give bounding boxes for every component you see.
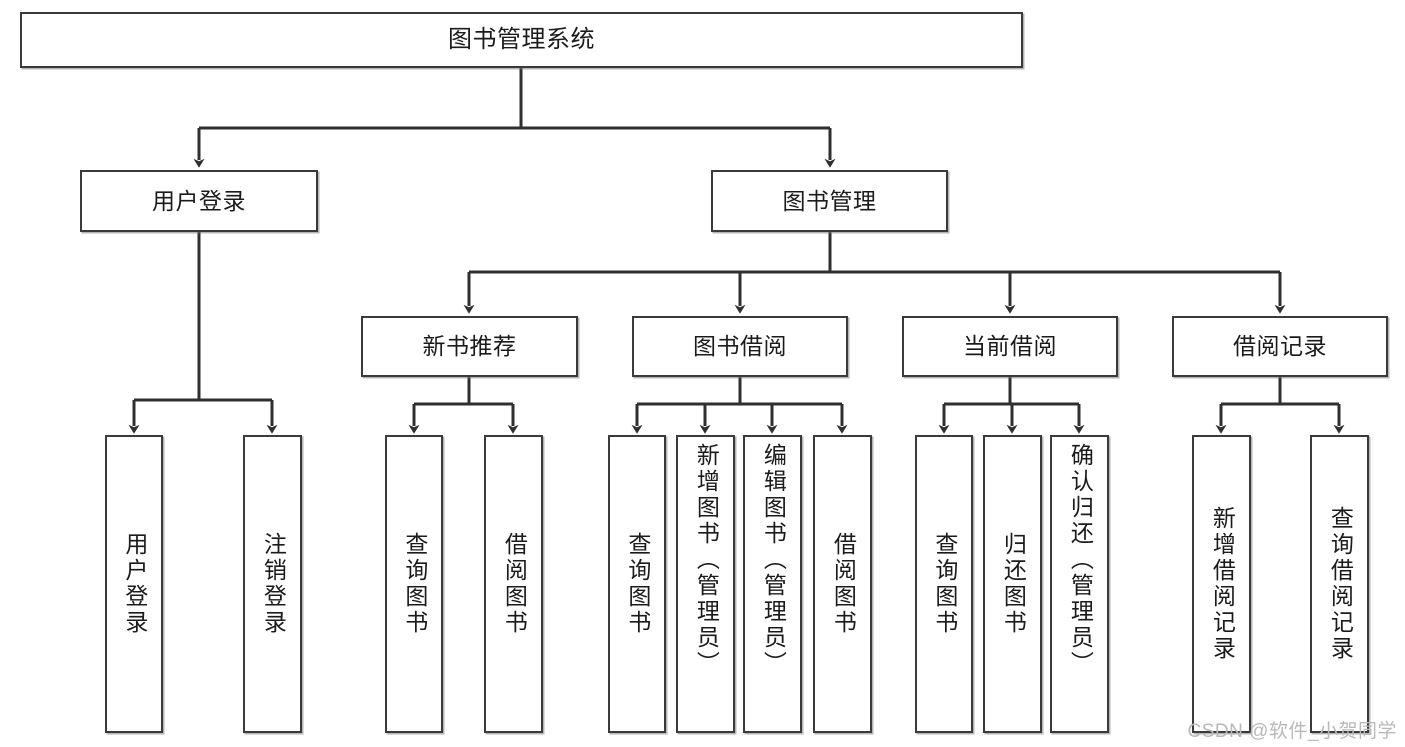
node-leaf-return-book[interactable]: 归还图书 bbox=[983, 435, 1042, 733]
node-leaf-query-book-2[interactable]: 查询图书 bbox=[608, 435, 666, 733]
node-leaf-query-record-label: 查询借阅记录 bbox=[1327, 506, 1354, 662]
node-leaf-borrow-book-2[interactable]: 借阅图书 bbox=[813, 435, 872, 733]
node-leaf-query-book-1[interactable]: 查询图书 bbox=[385, 435, 443, 733]
node-leaf-add-record-label: 新增借阅记录 bbox=[1209, 506, 1236, 662]
node-book-manage-label: 图书管理 bbox=[782, 187, 877, 214]
node-leaf-add-book[interactable]: 新增图书（管理员） bbox=[676, 435, 735, 733]
node-new-book-rec-label: 新书推荐 bbox=[422, 333, 517, 360]
node-leaf-logout[interactable]: 注销登录 bbox=[243, 435, 302, 733]
node-leaf-user-login-label: 用户登录 bbox=[121, 532, 148, 636]
node-root-label: 图书管理系统 bbox=[448, 26, 595, 54]
node-book-manage[interactable]: 图书管理 bbox=[711, 170, 948, 232]
node-root[interactable]: 图书管理系统 bbox=[20, 12, 1023, 68]
node-leaf-add-record[interactable]: 新增借阅记录 bbox=[1192, 435, 1251, 733]
node-leaf-query-book-3-label: 查询图书 bbox=[931, 532, 958, 636]
node-user-login-label: 用户登录 bbox=[152, 187, 246, 214]
node-leaf-query-book-2-label: 查询图书 bbox=[624, 532, 651, 636]
node-current-borrow[interactable]: 当前借阅 bbox=[902, 316, 1118, 377]
node-leaf-logout-label: 注销登录 bbox=[260, 532, 287, 636]
watermark: CSDN @软件_小贺同学 bbox=[1187, 721, 1397, 742]
node-new-book-rec[interactable]: 新书推荐 bbox=[361, 316, 578, 377]
node-current-borrow-label: 当前借阅 bbox=[963, 333, 1057, 360]
node-leaf-confirm-return[interactable]: 确认归还（管理员） bbox=[1050, 435, 1109, 733]
node-book-borrow-label: 图书借阅 bbox=[693, 333, 787, 360]
node-user-login[interactable]: 用户登录 bbox=[80, 170, 318, 232]
node-leaf-borrow-book-2-label: 借阅图书 bbox=[830, 532, 857, 636]
node-leaf-borrow-book-1[interactable]: 借阅图书 bbox=[484, 435, 543, 733]
node-leaf-user-login[interactable]: 用户登录 bbox=[105, 435, 163, 733]
node-leaf-add-book-label: 新增图书（管理员） bbox=[693, 443, 720, 677]
node-leaf-edit-book[interactable]: 编辑图书（管理员） bbox=[743, 435, 802, 733]
node-borrow-record[interactable]: 借阅记录 bbox=[1172, 316, 1388, 377]
node-leaf-query-book-3[interactable]: 查询图书 bbox=[915, 435, 973, 733]
node-leaf-confirm-return-label: 确认归还（管理员） bbox=[1067, 443, 1094, 677]
node-borrow-record-label: 借阅记录 bbox=[1233, 333, 1327, 360]
node-leaf-borrow-book-1-label: 借阅图书 bbox=[501, 532, 528, 636]
node-leaf-edit-book-label: 编辑图书（管理员） bbox=[760, 443, 787, 677]
node-leaf-return-book-label: 归还图书 bbox=[1000, 532, 1027, 636]
node-leaf-query-record[interactable]: 查询借阅记录 bbox=[1310, 435, 1369, 733]
node-leaf-query-book-1-label: 查询图书 bbox=[401, 532, 428, 636]
node-book-borrow[interactable]: 图书借阅 bbox=[632, 316, 848, 377]
